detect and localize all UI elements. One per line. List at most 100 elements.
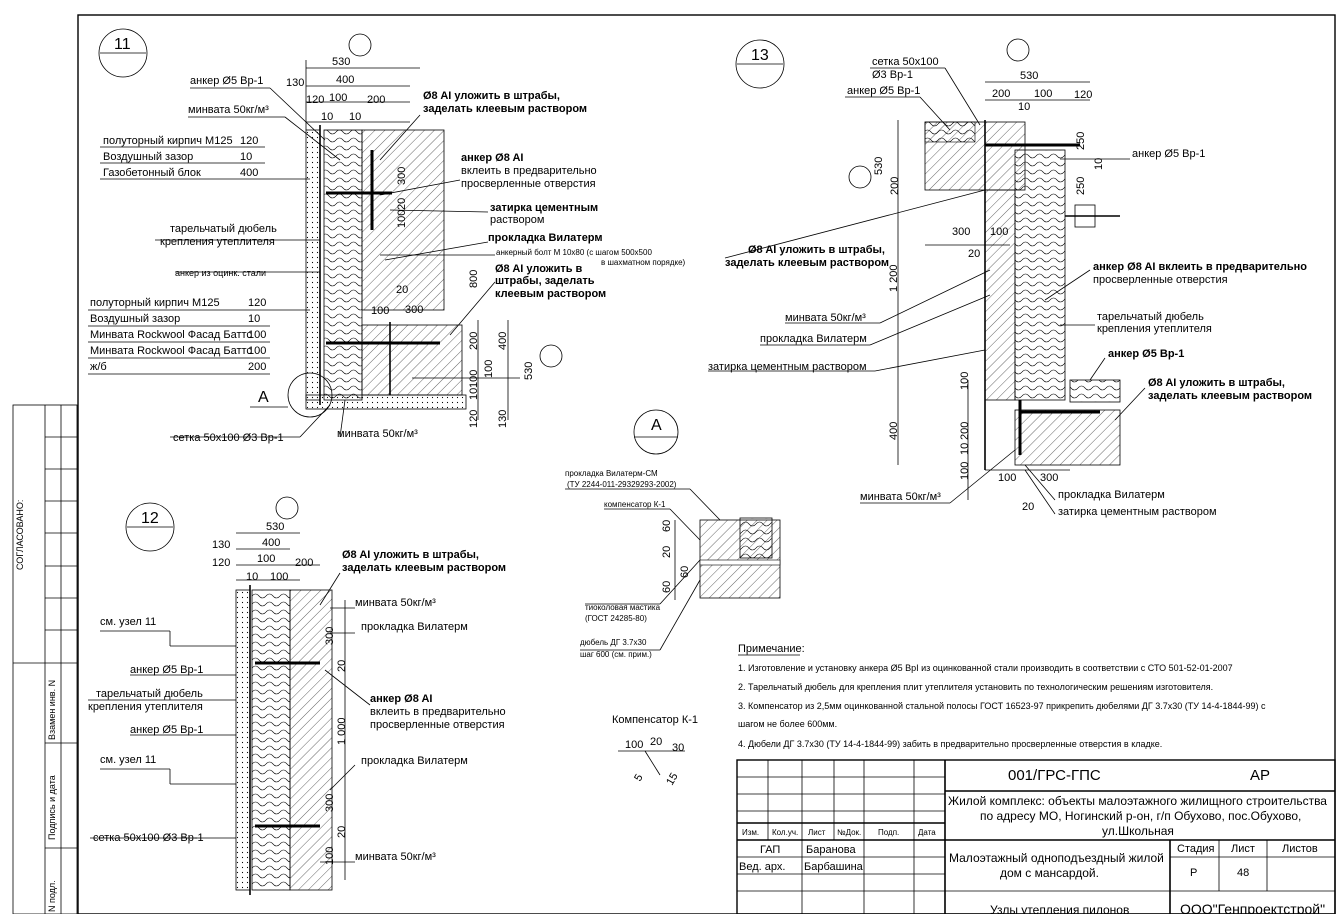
node-a-vilaterm2: (ТУ 2244-011-29329293-2002) [567, 480, 677, 489]
n12-ref11b: см. узел 11 [100, 754, 156, 766]
n11-anchor8a: анкер Ø8 AI [461, 152, 523, 164]
node-a-dim-60c: 60 [679, 566, 691, 578]
n11-vdim-300: 300 [396, 167, 408, 185]
node-11: 11 530 400 130 120 100 200 10 10 300 20 … [88, 28, 686, 444]
tb-role1: ГАП [760, 844, 780, 856]
compensator-dim-20: 20 [650, 736, 662, 748]
node-11-number: 11 [114, 36, 131, 53]
compensator-k1: Компенсатор К-1 100 20 30 5 15 [612, 714, 698, 788]
n11-dim-400: 400 [336, 74, 354, 86]
note-3: 3. Компенсатор из 2,5мм оцинкованной ста… [738, 701, 1266, 711]
n11-vdim-20: 20 [396, 198, 408, 210]
node-11-slab [361, 324, 463, 396]
node-13: 13 530 200 100 120 10 250 10 250 530 200… [708, 38, 1312, 518]
n11-dim-10b: 10 [349, 111, 361, 123]
note-3b: шагом не более 600мм. [738, 719, 837, 729]
n13-dim-100h: 100 [990, 226, 1008, 238]
node-11-insulation [323, 129, 363, 401]
n11-dim-130: 130 [286, 77, 304, 89]
n11-layer2-name: Воздушный зазор [103, 151, 193, 163]
n13-anchor5r: анкер Ø5 Вр-1 [1132, 148, 1205, 160]
tb-company: ООО"Генпроектстрой" [1180, 901, 1325, 914]
tb-sheet-title: Узлы утепления пилонов [990, 903, 1129, 914]
n11-dim-10a: 10 [321, 111, 333, 123]
node-a-vilaterm1: прокладка Вилатерм-СМ [565, 469, 658, 478]
n12-dim-1000: 1 000 [336, 717, 348, 745]
n13-dim-120: 120 [1074, 89, 1092, 101]
n13-insulation [1014, 149, 1066, 401]
note-2: 2. Тарельчатый дюбель для крепления плит… [738, 682, 1213, 692]
notes: Примечание: 1. Изготовление и установку … [738, 643, 1266, 749]
n12-minwool: минвата 50кг/м³ [355, 597, 436, 609]
n11-blayer4-value: 100 [248, 345, 266, 357]
node-12-marker [125, 502, 175, 552]
n13-anchor5: анкер Ø5 Вр-1 [847, 85, 920, 97]
n12-dim-120: 120 [212, 557, 230, 569]
n13-dim-10v: 10 [959, 443, 971, 455]
n11-minwool: минвата 50кг/м³ [188, 104, 269, 116]
n11-dowel1: тарельчатый дюбель [170, 223, 277, 235]
compensator-dim-100: 100 [625, 739, 643, 751]
node-a-dowel1: дюбель ДГ 3.7х30 [580, 638, 647, 647]
n12-dim-300b: 300 [324, 794, 336, 812]
n13-dowel2: крепления утеплителя [1097, 323, 1212, 335]
n12-dim-130: 130 [212, 539, 230, 551]
n13-dim-250a: 250 [1075, 132, 1087, 150]
node-a-mastic2: (ГОСТ 24285-80) [585, 614, 647, 623]
node-a-detail: А прокладка Вилатерм-СМ (ТУ 2244-011-293… [565, 409, 781, 659]
n11-hdim-300: 300 [405, 304, 423, 316]
n11-vdim-120: 120 [468, 410, 480, 428]
note-1: 1. Изготовление и установку анкера Ø5 Вр… [738, 663, 1233, 673]
tb-project1: Жилой комплекс: объекты малоэтажного жил… [948, 794, 1327, 808]
node-12-number: 12 [141, 510, 159, 527]
node-a-compensator: компенсатор К-1 [604, 500, 666, 509]
tb-sheets-label: Листов [1282, 843, 1318, 855]
node-11-brick [305, 129, 321, 401]
n12-vilaterm2: прокладка Вилатерм [361, 755, 468, 767]
n11-dim-530: 530 [332, 56, 350, 68]
node-13-number: 13 [751, 47, 769, 64]
tb-col-podp: Подп. [878, 828, 899, 837]
compensator-dim-30: 30 [672, 742, 684, 754]
n12-ref11a: см. узел 11 [100, 616, 156, 628]
n11-hdim-20: 20 [396, 284, 408, 296]
n13-dim-250b: 250 [1075, 177, 1087, 195]
n11-dim-120: 120 [306, 94, 324, 106]
n11-blayer3-name: Минвата Rockwool Фасад Баттс [90, 329, 252, 341]
n11-blayer4-name: Минвата Rockwool Фасад Баттс [90, 345, 252, 357]
n12-vilaterm: прокладка Вилатерм [361, 621, 468, 633]
note-4: 4. Дюбели ДГ 3.7х30 (ТУ 14-4-1844-99) за… [738, 739, 1162, 749]
n11-vdim-10: 10 [468, 388, 480, 400]
n13-dim-300: 300 [952, 226, 970, 238]
n13-dim-10: 10 [1018, 101, 1030, 113]
n11-minwool-bottom: минвата 50кг/м³ [337, 428, 418, 440]
compensator-title: Компенсатор К-1 [612, 714, 698, 726]
n13-dim-400: 400 [888, 422, 900, 440]
n12-dim-300: 300 [324, 627, 336, 645]
n13-grout: затирка цементным раствором [708, 361, 867, 373]
n11-layer1-value: 120 [240, 135, 258, 147]
n11-vdim-100b: 100 [468, 370, 480, 388]
n11-grout1: затирка цементным [490, 202, 598, 214]
node-11-marker [98, 28, 148, 78]
tb-col-list: Лист [808, 828, 826, 837]
n13-anchor8b: просверленные отверстия [1093, 274, 1228, 286]
n12-dim-20: 20 [336, 660, 348, 672]
n12-dim-200: 200 [295, 557, 313, 569]
n13-vilaterm2: прокладка Вилатерм [1058, 489, 1165, 501]
tb-sheet-label: Лист [1231, 843, 1255, 855]
title-block: 001/ГРС-ГПС АР Жилой комплекс: объекты м… [736, 759, 1336, 914]
n13-dim-300b: 300 [1040, 472, 1058, 484]
node-a-dim-60b: 60 [661, 581, 673, 593]
n11-bolt2: в шахматном порядке) [601, 258, 686, 267]
n13-slot8a: Ø8 AI уложить в штрабы, [748, 244, 885, 256]
n13-dim-200v: 200 [889, 177, 901, 195]
n12-anchor8c: просверленные отверстия [370, 719, 505, 731]
stamp-inv: Взамен инв. N [47, 680, 57, 740]
n12-dowel2: крепления утеплителя [88, 701, 203, 713]
n12-anchor8a: анкер Ø8 AI [370, 693, 432, 705]
node-11-block [361, 129, 445, 311]
n12-anchor5a: анкер Ø5 Вр-1 [130, 664, 203, 676]
n13-anchor8a: анкер Ø8 AI вклеить в предварительно [1093, 261, 1307, 273]
notes-heading: Примечание: [738, 643, 805, 655]
